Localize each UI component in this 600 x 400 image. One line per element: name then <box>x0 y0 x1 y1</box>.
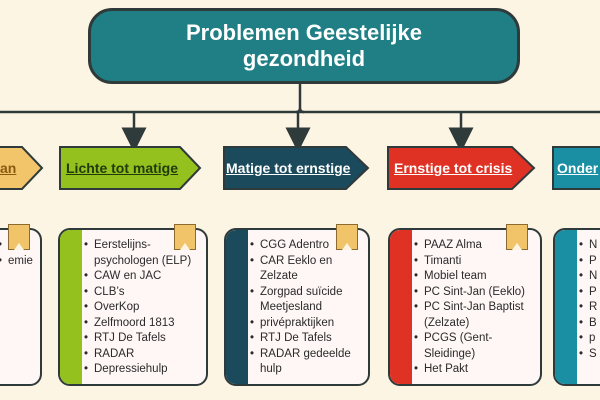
category-arrow-4 <box>552 146 600 190</box>
card-1-item: RADAR <box>84 347 200 363</box>
card-1-item: CAW en JAC <box>84 269 200 285</box>
diagram-title: Problemen Geestelijke gezondheid <box>186 20 422 71</box>
bookmark-icon <box>174 224 196 250</box>
card-3-stripe <box>390 230 412 384</box>
card-3-item: PC Sint-Jan (Eeklo) <box>414 285 534 301</box>
card-4-stripe <box>555 230 577 384</box>
card-3-item: Mobiel team <box>414 269 534 285</box>
card-1-stripe <box>60 230 82 384</box>
card-3-item: PAAZ Alma <box>414 238 534 254</box>
card-2-item: CAR Eeklo en Zelzate <box>250 254 362 285</box>
card-2: CGG Adentro CAR Eeklo en Zelzate Zorgpad… <box>224 228 370 386</box>
card-2-item: privépraktijken <box>250 316 362 332</box>
card-1-item: OverKop <box>84 300 200 316</box>
bookmark-icon <box>506 224 528 250</box>
card-2-item: CGG Adentro <box>250 238 362 254</box>
card-1-item: Zelfmoord 1813 <box>84 316 200 332</box>
card-2-item: RADAR gedeelde hulp <box>250 347 362 378</box>
category-arrow-3 <box>387 146 536 190</box>
bookmark-icon <box>336 224 358 250</box>
category-arrows <box>0 146 600 190</box>
card-0: 813 emie <box>0 228 42 386</box>
category-label-1: Lichte tot matige <box>66 160 179 176</box>
card-2-item: Zorgpad suïcide Meetjesland <box>250 285 362 316</box>
card-4-item: P <box>579 254 600 270</box>
card-4: N P N P R B p S <box>553 228 600 386</box>
card-3-item: Het Pakt <box>414 362 534 378</box>
card-2-item: RTJ De Tafels <box>250 331 362 347</box>
category-arrow-1 <box>59 146 202 190</box>
card-1-item: Depressiehulp <box>84 362 200 378</box>
card-1-item: Eerstelijns-psychologen (ELP) <box>84 238 200 269</box>
card-4-item: S <box>579 347 600 363</box>
category-arrow-0 <box>0 146 44 190</box>
category-label-3: Ernstige tot crisis <box>394 160 513 176</box>
card-4-item: p <box>579 331 600 347</box>
category-arrow-2 <box>223 146 370 190</box>
card-1-item: CLB’s <box>84 285 200 301</box>
card-1: Eerstelijns-psychologen (ELP) CAW en JAC… <box>58 228 208 386</box>
category-label-2: Matige tot ernstige <box>226 160 351 176</box>
category-label-4: Onder <box>557 160 599 176</box>
card-0-item: emie <box>0 254 34 270</box>
card-2-stripe <box>226 230 248 384</box>
card-3-item: Timanti <box>414 254 534 270</box>
card-1-item: RTJ De Tafels <box>84 331 200 347</box>
card-3-item: PC Sint-Jan Baptist (Zelzate) <box>414 300 534 331</box>
card-4-item: N <box>579 238 600 254</box>
title-box: Problemen Geestelijke gezondheid <box>88 8 520 84</box>
card-4-item: N <box>579 269 600 285</box>
card-4-item: P <box>579 285 600 301</box>
card-4-item: B <box>579 316 600 332</box>
bookmark-icon <box>8 224 30 250</box>
category-label-0: an <box>0 160 17 176</box>
card-3: PAAZ Alma Timanti Mobiel team PC Sint-Ja… <box>388 228 542 386</box>
card-4-item: R <box>579 300 600 316</box>
card-3-item: PCGS (Gent-Sleidinge) <box>414 331 534 362</box>
